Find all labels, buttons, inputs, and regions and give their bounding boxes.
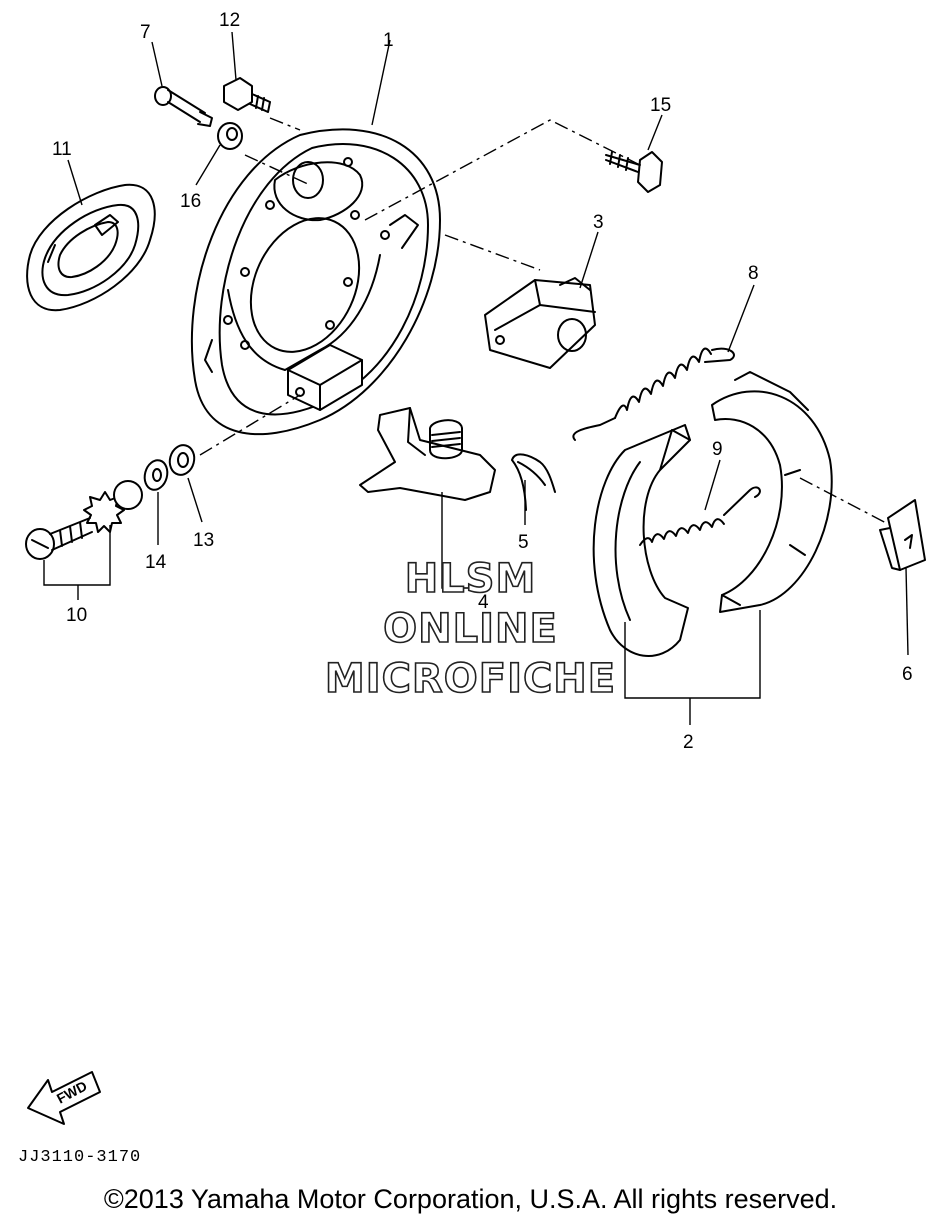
diagram-code: JJ3110-3170 bbox=[18, 1148, 142, 1167]
part-10-screw-and-washer bbox=[25, 480, 143, 560]
callout-8: 8 bbox=[748, 263, 759, 284]
callout-10: 10 bbox=[66, 605, 87, 626]
part-13-washer bbox=[168, 444, 196, 476]
watermark-line-3: MICROFICHE bbox=[324, 655, 617, 703]
assembly-centerlines bbox=[199, 117, 891, 526]
part-5-spring-clip bbox=[511, 453, 556, 511]
callout-7: 7 bbox=[140, 22, 151, 43]
watermark-line-1: HLSM bbox=[404, 555, 537, 603]
fwd-arrow-icon: FWD bbox=[27, 1071, 101, 1125]
callout-16: 16 bbox=[180, 191, 201, 212]
part-14-washer bbox=[143, 459, 169, 491]
part-4-lever bbox=[359, 407, 496, 501]
watermark-line-2: ONLINE bbox=[382, 605, 558, 653]
part-15-bolt bbox=[605, 151, 663, 193]
part-8-spring bbox=[572, 347, 735, 441]
callout-11: 11 bbox=[52, 139, 72, 160]
part-1-brake-plate bbox=[191, 128, 441, 436]
callout-labels: 1 2 3 4 5 6 7 8 9 10 11 12 13 14 15 16 bbox=[52, 10, 913, 753]
part-7-bolt bbox=[154, 86, 213, 127]
callout-6: 6 bbox=[902, 664, 913, 685]
callout-5: 5 bbox=[518, 532, 529, 553]
callout-15: 15 bbox=[650, 95, 671, 116]
part-11-seal bbox=[26, 183, 156, 312]
part-2-brake-shoes bbox=[592, 371, 833, 657]
part-6-clip bbox=[879, 499, 926, 571]
part-9-spring bbox=[639, 486, 761, 546]
callout-3: 3 bbox=[593, 212, 604, 233]
callout-12: 12 bbox=[219, 10, 240, 31]
callout-2: 2 bbox=[683, 732, 694, 753]
callout-1: 1 bbox=[383, 30, 394, 51]
callout-13: 13 bbox=[193, 530, 214, 551]
copyright-notice: ©2013 Yamaha Motor Corporation, U.S.A. A… bbox=[103, 1184, 838, 1214]
callout-9: 9 bbox=[712, 439, 723, 460]
part-12-bolt bbox=[223, 77, 271, 113]
callout-4: 4 bbox=[478, 592, 489, 613]
part-16-nut bbox=[217, 122, 243, 150]
callout-14: 14 bbox=[145, 552, 167, 573]
callout-leaders bbox=[43, 31, 909, 725]
part-3-wheel-cylinder bbox=[484, 277, 596, 369]
